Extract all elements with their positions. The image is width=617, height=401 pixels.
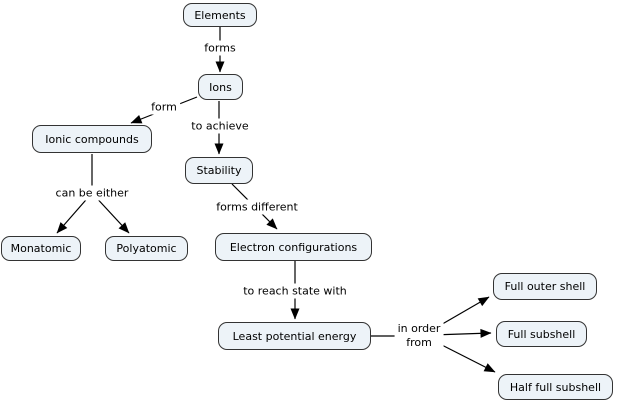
node-polyatomic[interactable]: Polyatomic bbox=[105, 236, 188, 261]
link-label-forms-different[interactable]: forms different bbox=[213, 199, 301, 215]
link-label-in-order-from[interactable]: in order from bbox=[394, 321, 444, 351]
node-half-full-subshell[interactable]: Half full subshell bbox=[498, 374, 613, 400]
link-label-form[interactable]: form bbox=[148, 99, 180, 115]
node-ions[interactable]: Ions bbox=[198, 74, 243, 100]
link-label-in-order-from-line2: from bbox=[406, 336, 432, 349]
node-electron-configurations[interactable]: Electron configurations bbox=[215, 233, 372, 261]
link-label-to-reach-state-with[interactable]: to reach state with bbox=[240, 283, 350, 299]
link-label-can-be-either[interactable]: can be either bbox=[52, 185, 132, 201]
node-stability[interactable]: Stability bbox=[185, 157, 253, 184]
node-ionic-compounds[interactable]: Ionic compounds bbox=[32, 125, 152, 153]
node-full-subshell[interactable]: Full subshell bbox=[496, 321, 587, 347]
node-monatomic[interactable]: Monatomic bbox=[1, 236, 81, 261]
link-label-to-achieve[interactable]: to achieve bbox=[188, 118, 252, 134]
node-least-potential-energy[interactable]: Least potential energy bbox=[218, 322, 371, 350]
node-elements[interactable]: Elements bbox=[183, 3, 257, 27]
link-label-in-order-from-line1: in order bbox=[397, 322, 441, 335]
node-full-outer-shell[interactable]: Full outer shell bbox=[493, 273, 597, 300]
link-label-forms[interactable]: forms bbox=[201, 40, 239, 56]
